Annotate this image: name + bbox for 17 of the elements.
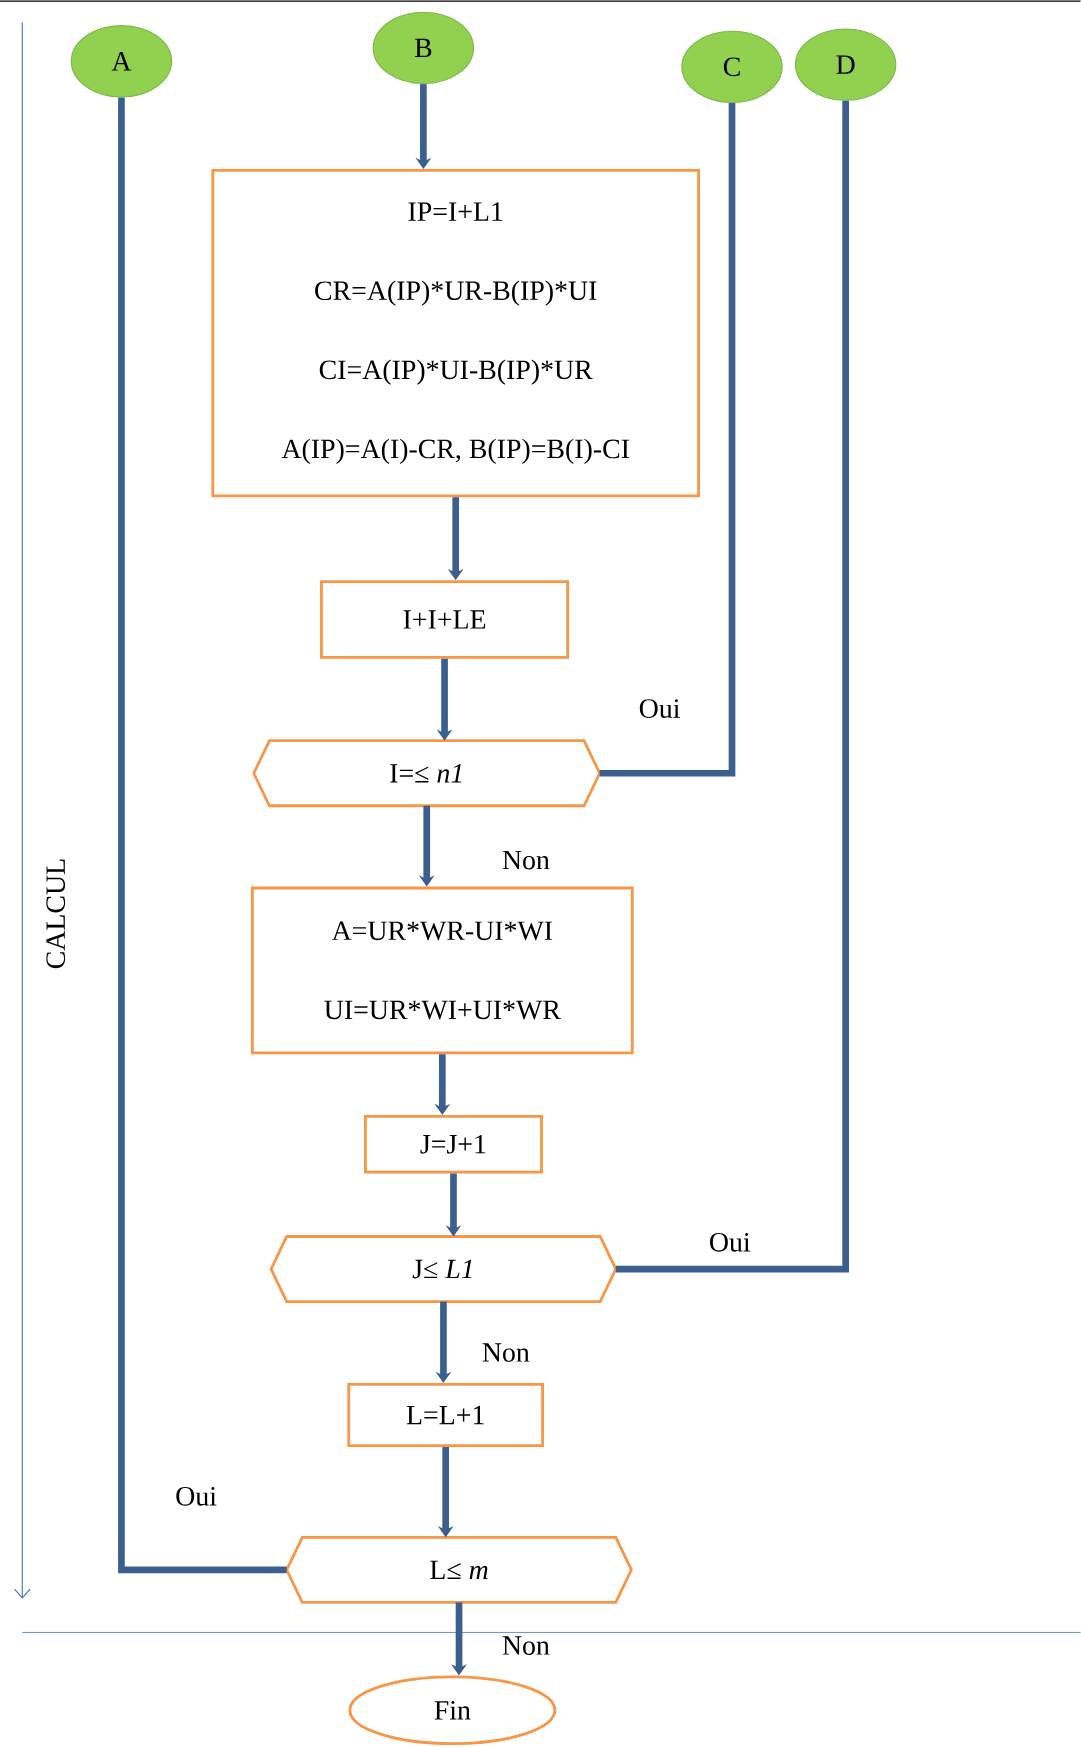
edge-label: Oui [173,1484,220,1508]
edge-label: Non [479,1341,533,1365]
decision-hexagon: I=≤ n1 [252,739,602,808]
edge-label: Oui [636,697,683,721]
terminal-oval: Fin [348,1675,557,1746]
edge-label: Non [499,848,553,872]
edge-label: Oui [706,1230,754,1254]
decision-hexagon: J≤ L1 [269,1235,618,1303]
process-box: J=J+1 [364,1115,543,1174]
process-box: A=UR*WR-UI*WI UI=UR*WI+UI*WR [251,886,634,1055]
decision-hexagon: L≤ m [285,1535,634,1604]
connector-line [615,100,850,1273]
side-label: CALCUL [46,859,66,969]
process-box: L=L+1 [347,1382,545,1448]
process-box: I+I+LE [320,580,570,659]
edge-label: Non [499,1634,553,1658]
process-box: IP=I+L1 CR=A(IP)*UR-B(IP)*UI CI=A(IP)*UI-B(IP)*UR A(IP)=A(I)-CR, B(IP)=B(I)-CI [211,169,701,498]
